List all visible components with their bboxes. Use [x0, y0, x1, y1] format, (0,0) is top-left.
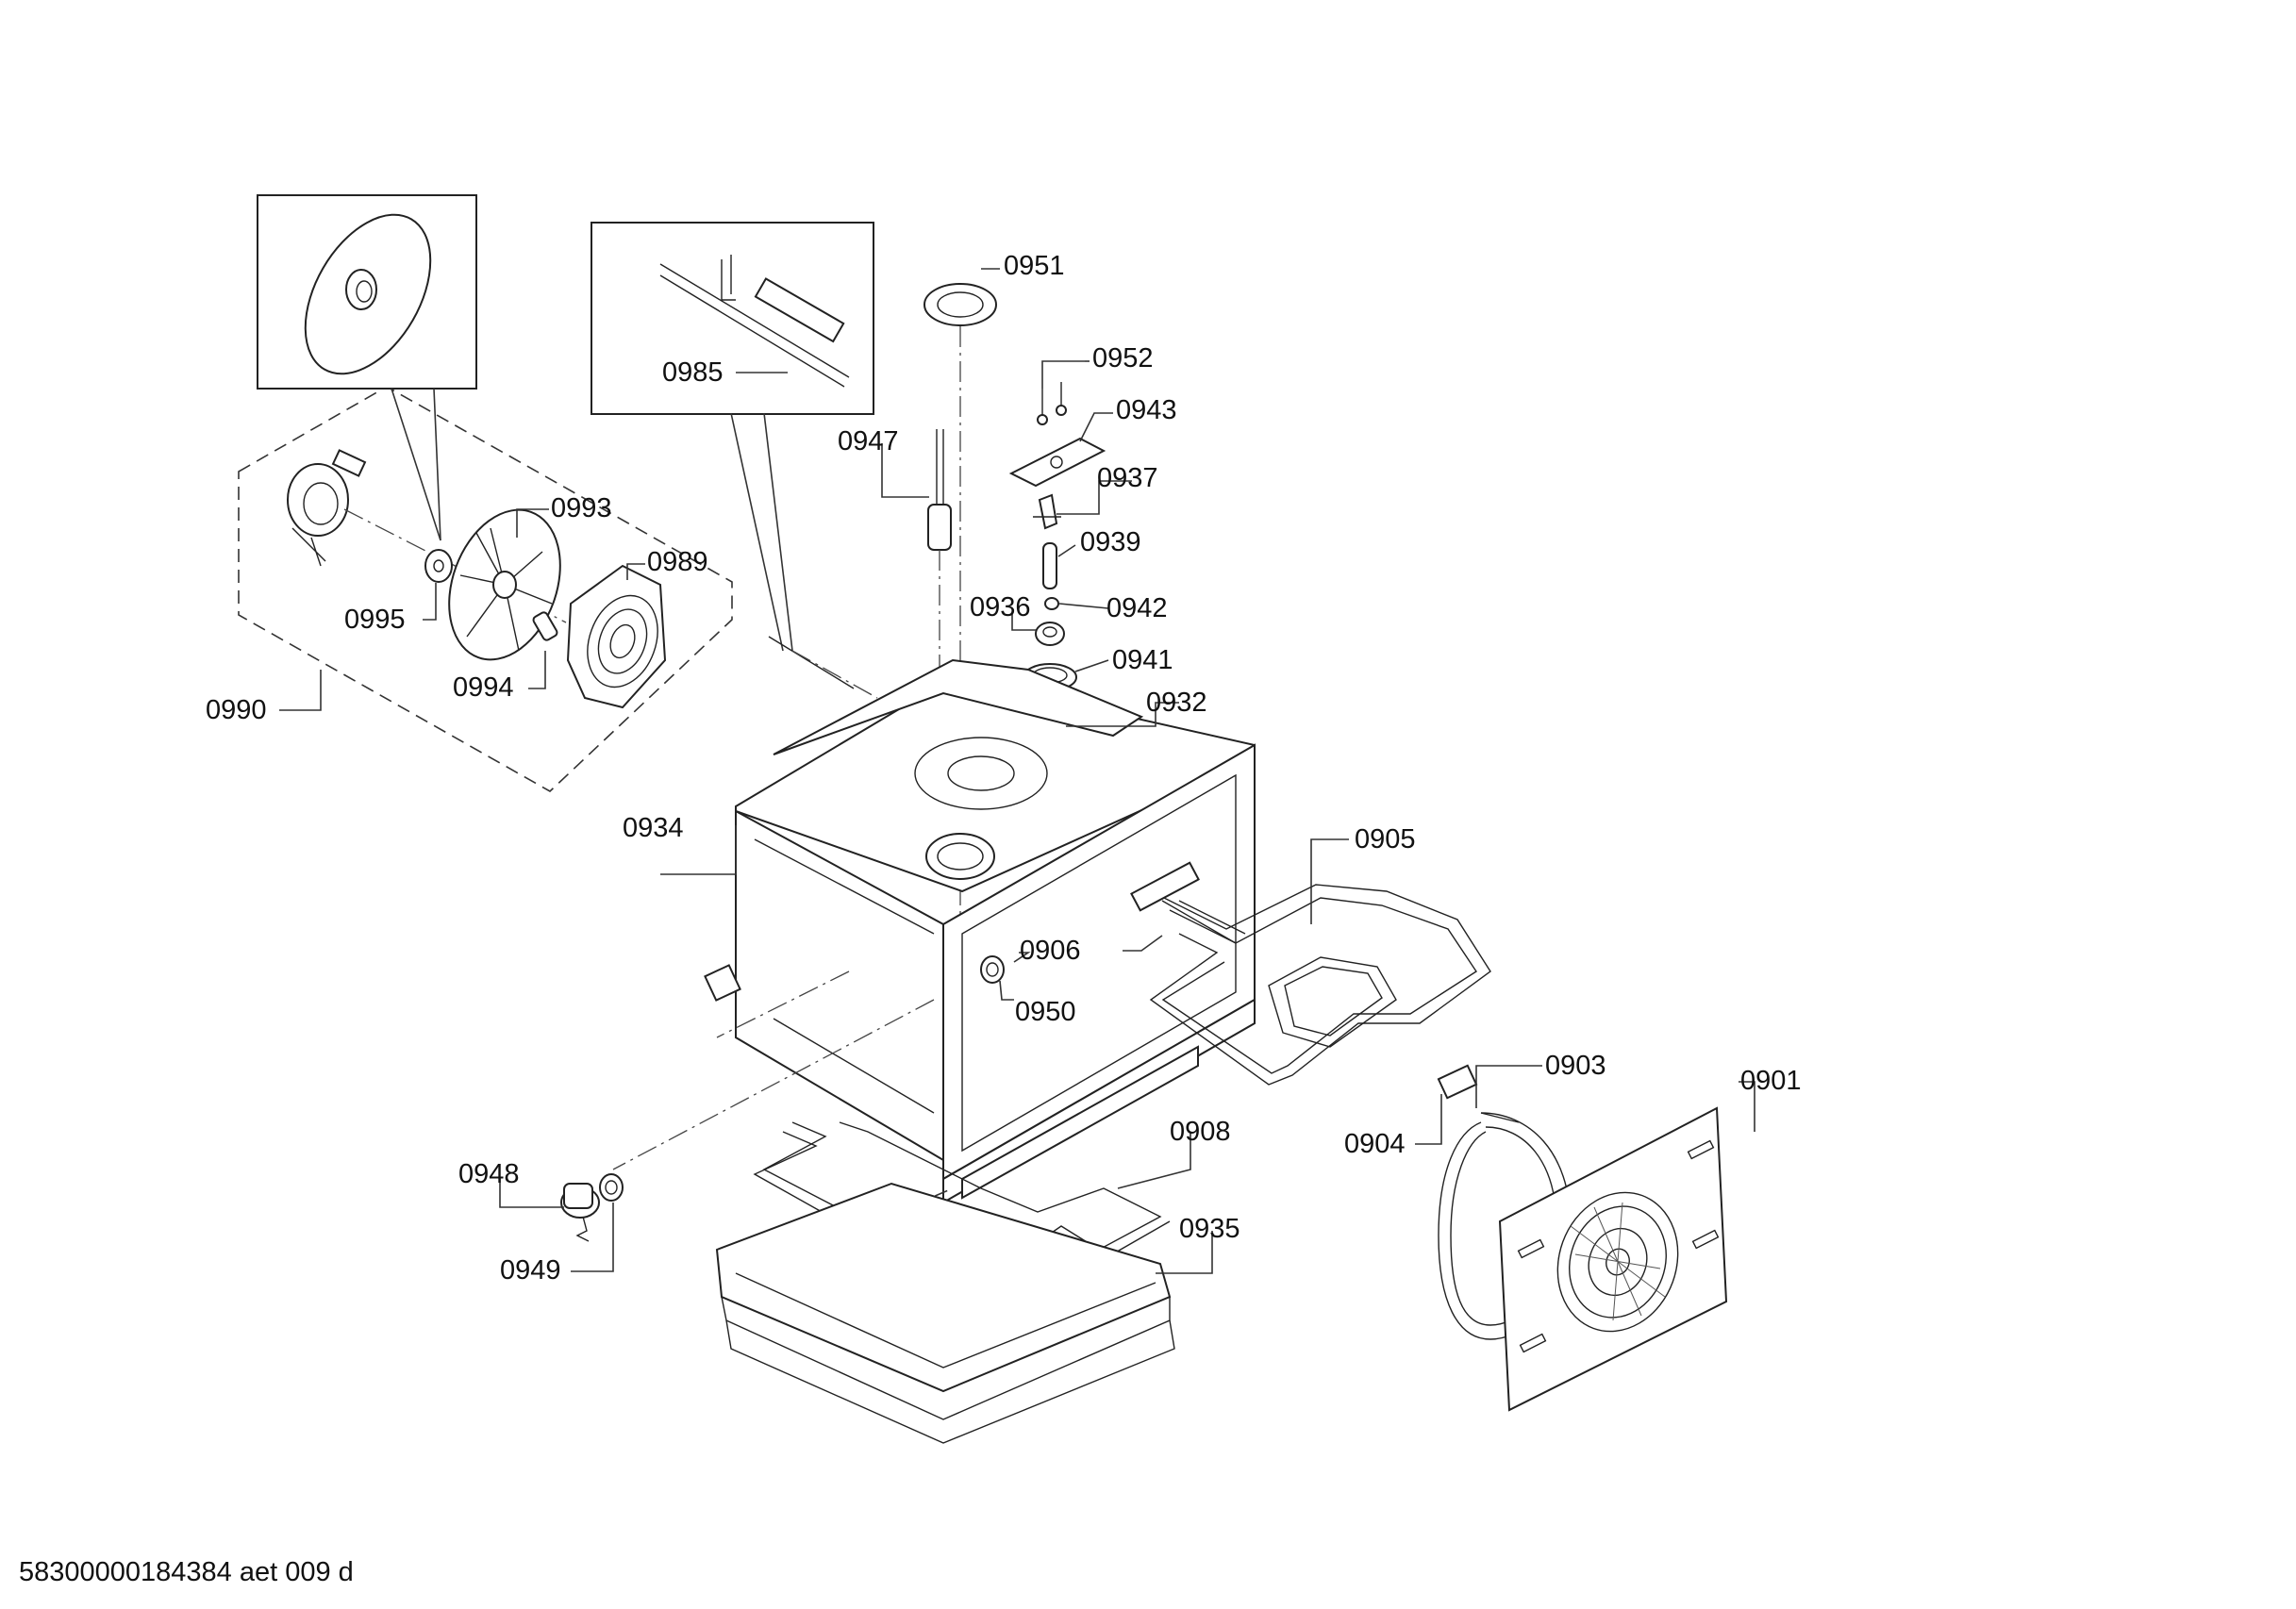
label-0904: 0904 [1344, 1129, 1406, 1159]
label-0937: 0937 [1097, 463, 1158, 493]
label-0939: 0939 [1080, 527, 1141, 557]
label-0935: 0935 [1179, 1214, 1240, 1244]
label-0943: 0943 [1116, 395, 1177, 425]
part-labels: 0951 0952 0943 0947 0937 0939 0936 0942 … [206, 251, 1802, 1286]
label-0908: 0908 [1170, 1117, 1231, 1147]
label-0901: 0901 [1740, 1066, 1802, 1096]
label-0952: 0952 [1092, 343, 1154, 373]
label-0947: 0947 [838, 426, 899, 456]
label-0948: 0948 [458, 1159, 520, 1189]
drawing-code: 58300000184384 aet 009 d [19, 1557, 354, 1587]
label-0906: 0906 [1020, 936, 1081, 966]
sensor-detail-group [591, 222, 878, 699]
label-0989: 0989 [647, 547, 708, 577]
label-0936: 0936 [970, 592, 1031, 622]
top-grill-heater [1130, 861, 1491, 1086]
lamp-parts [560, 1173, 624, 1242]
label-0903: 0903 [1545, 1051, 1606, 1081]
fan-motor [287, 449, 367, 567]
label-0993: 0993 [551, 493, 612, 523]
oven-lamp [980, 955, 1005, 984]
label-0985: 0985 [662, 357, 724, 388]
fan-impeller [448, 508, 561, 661]
label-0934: 0934 [623, 813, 684, 843]
label-0990: 0990 [206, 695, 267, 725]
fan-cover [566, 564, 667, 709]
label-0994: 0994 [453, 672, 514, 703]
label-0932: 0932 [1146, 688, 1207, 718]
fan-washer [424, 549, 453, 583]
label-0950: 0950 [1015, 997, 1076, 1027]
insulation-blanket [715, 1182, 1175, 1444]
seal-ring [923, 283, 997, 326]
fan-assembly-group [238, 194, 733, 792]
rear-panel [1498, 1106, 1728, 1412]
label-0995: 0995 [344, 605, 406, 635]
label-0941: 0941 [1112, 645, 1173, 675]
leader-lines [279, 268, 1755, 1274]
label-0905: 0905 [1355, 824, 1416, 854]
top-parts [923, 283, 1106, 953]
rear-heater-assembly [1437, 1064, 1728, 1412]
label-0951: 0951 [1004, 251, 1065, 281]
label-0949: 0949 [500, 1255, 561, 1286]
label-0942: 0942 [1106, 593, 1168, 623]
oven-cavity [612, 658, 1256, 1204]
